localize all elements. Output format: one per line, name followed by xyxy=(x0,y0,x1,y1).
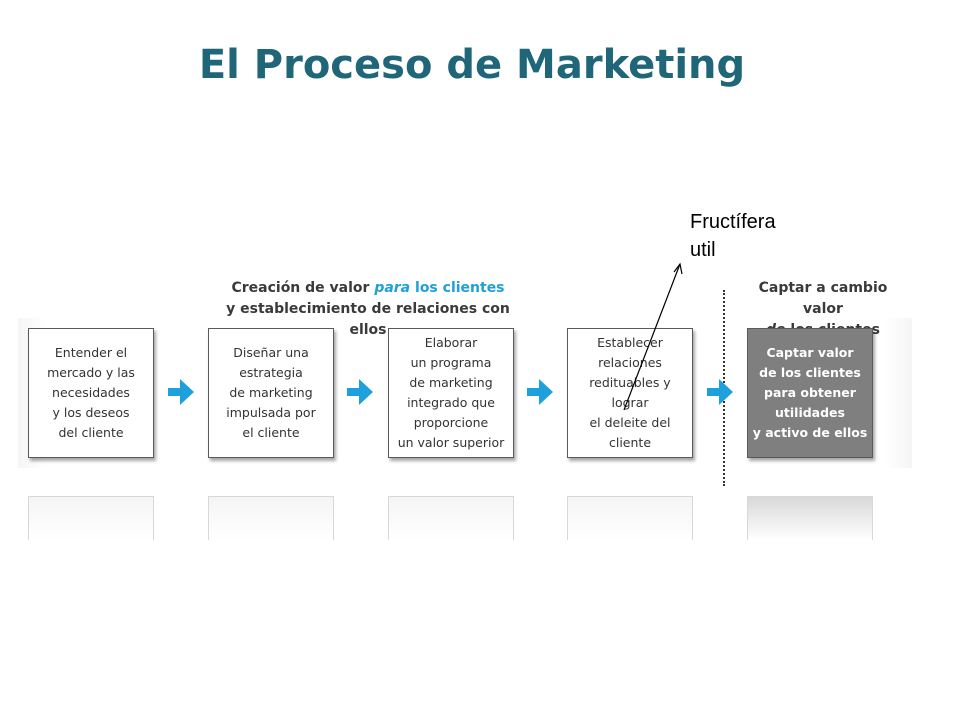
step-box-4-reflection xyxy=(567,496,693,540)
step-3-text: Elaborar un programa de marketing integr… xyxy=(397,335,505,450)
step-box-1: Entender el mercado y las necesidades y … xyxy=(28,328,154,458)
header-accent: los clientes xyxy=(410,280,505,296)
annotation: Fructífera util xyxy=(690,208,776,264)
annotation-pointer-line xyxy=(623,263,681,411)
right-arrow-icon xyxy=(707,379,733,405)
right-arrow-icon xyxy=(347,379,373,405)
step-1-text: Entender el mercado y las necesidades y … xyxy=(47,345,135,440)
step-box-5-reflection xyxy=(747,496,873,540)
right-arrow-icon xyxy=(527,379,553,405)
step-box-4: Establecer relaciones redituables y logr… xyxy=(567,328,693,458)
right-arrow-icon xyxy=(168,379,194,405)
step-box-1-reflection xyxy=(28,496,154,540)
step-5-text: Captar valor de los clientes para obtene… xyxy=(752,345,868,440)
step-box-5: Captar valor de los clientes para obtene… xyxy=(747,328,873,458)
annotation-arrowhead-icon xyxy=(673,262,683,275)
header-value-creation-line-2: y establecimiento de relaciones con ello… xyxy=(226,301,510,338)
step-2-text: Diseñar una estrategia de marketing impu… xyxy=(226,345,316,440)
header-accent-italic: para xyxy=(374,280,411,296)
header-capture-line-1: Captar a cambio valor xyxy=(758,280,888,317)
header-text: Creación de valor xyxy=(231,280,375,296)
annotation-line-1: Fructífera xyxy=(690,211,776,233)
marketing-process-diagram: Creación de valor para los clientes y es… xyxy=(18,268,912,550)
annotation-line-2: util xyxy=(690,239,716,261)
header-value-creation-line-1: Creación de valor para los clientes xyxy=(218,278,518,299)
step-box-2-reflection xyxy=(208,496,334,540)
step-4-text: Establecer relaciones redituables y logr… xyxy=(589,335,671,450)
page-title: El Proceso de Marketing xyxy=(198,42,746,88)
step-box-2: Diseñar una estrategia de marketing impu… xyxy=(208,328,334,458)
header-value-creation: Creación de valor para los clientes y es… xyxy=(218,278,518,341)
step-box-3: Elaborar un programa de marketing integr… xyxy=(388,328,514,458)
step-box-3-reflection xyxy=(388,496,514,540)
